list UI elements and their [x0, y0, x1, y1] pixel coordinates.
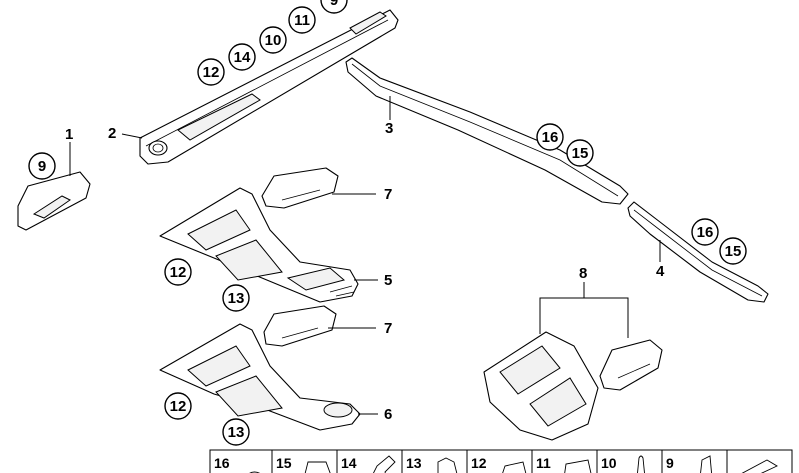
callout-6: 6: [384, 406, 392, 423]
svg-text:12: 12: [471, 455, 487, 471]
circled-15-part4: 15: [719, 237, 747, 265]
part-1-side-trim[interactable]: [17, 171, 91, 231]
leader-lines: [69, 96, 661, 415]
pin-icon: [637, 455, 645, 473]
svg-text:10: 10: [265, 32, 282, 49]
callout-8: 8: [579, 265, 587, 282]
part-2-dash-trim[interactable]: [139, 9, 399, 165]
legend-cell-16[interactable]: 16: [209, 449, 273, 473]
clip-icon: [502, 461, 527, 473]
svg-text:11: 11: [536, 455, 551, 471]
callout-7-lower: 7: [384, 320, 392, 337]
circled-13-part5: 13: [222, 284, 250, 312]
part-7-lid-upper[interactable]: [261, 167, 339, 209]
callout-3: 3: [385, 120, 393, 137]
callout-5: 5: [384, 272, 392, 289]
legend-cell-13[interactable]: 13: [401, 449, 468, 473]
svg-text:9: 9: [38, 158, 46, 175]
clip-icon: [564, 459, 592, 473]
callout-2: 2: [108, 125, 116, 142]
circled-15-part3: 15: [566, 139, 594, 167]
callout-7-upper: 7: [384, 186, 392, 203]
circled-14-panel2: 14: [228, 43, 256, 71]
svg-text:16: 16: [214, 455, 230, 471]
clip-icon: [700, 455, 712, 473]
plain-callouts: 1 2 3 4 5 6 7 7 8: [65, 120, 665, 423]
circled-16-part4: 16: [691, 218, 719, 246]
svg-text:10: 10: [601, 455, 617, 471]
circled-12-panel2: 12: [197, 58, 225, 86]
part-6-console-trim[interactable]: [159, 323, 361, 431]
callout-1: 1: [65, 126, 73, 143]
svg-text:13: 13: [228, 290, 245, 307]
circled-12-part5: 12: [164, 258, 192, 286]
svg-text:15: 15: [725, 243, 742, 260]
legend-cell-14[interactable]: 14: [336, 449, 403, 473]
circled-12-part6: 12: [164, 392, 192, 420]
arrow-symbol-icon: [741, 459, 778, 473]
legend-cell-15[interactable]: 15: [271, 449, 338, 473]
circled-11-panel2: 11: [288, 6, 316, 34]
svg-text:16: 16: [542, 129, 559, 146]
circled-callouts: 12 14 10 11 9 9 16 15 16 15 12 13 12 13: [28, 0, 747, 446]
svg-text:12: 12: [170, 398, 187, 415]
fastener-legend: 16 15 14 13 12 11 10: [209, 449, 793, 473]
circled-13-part6: 13: [222, 418, 250, 446]
circled-16-part3: 16: [536, 123, 564, 151]
svg-text:13: 13: [406, 455, 422, 471]
svg-text:15: 15: [572, 145, 589, 162]
svg-text:14: 14: [341, 455, 357, 471]
legend-cell-symbol[interactable]: [726, 449, 793, 473]
svg-text:11: 11: [294, 12, 310, 29]
clip-icon: [372, 455, 396, 473]
svg-text:9: 9: [666, 455, 674, 471]
callout-4: 4: [656, 263, 665, 280]
svg-text:12: 12: [203, 64, 220, 81]
svg-text:16: 16: [697, 224, 714, 241]
legend-cell-10[interactable]: 10: [596, 449, 663, 473]
part-8-console-insert[interactable]: [483, 331, 663, 441]
clip-icon: [437, 457, 458, 473]
circled-10-panel2: 10: [259, 26, 287, 54]
part-7-lid-lower[interactable]: [263, 305, 337, 347]
circled-9-part1: 9: [28, 152, 56, 180]
legend-cell-12[interactable]: 12: [466, 449, 533, 473]
circled-9-panel2: 9: [320, 0, 348, 14]
part-5-console-trim[interactable]: [159, 187, 359, 303]
legend-cell-9[interactable]: 9: [661, 449, 728, 473]
part-4-trim-strip[interactable]: [627, 201, 769, 303]
clip-icon: [304, 461, 331, 473]
svg-text:9: 9: [330, 0, 338, 9]
svg-text:12: 12: [170, 264, 187, 281]
svg-text:13: 13: [228, 424, 245, 441]
svg-text:15: 15: [276, 455, 292, 471]
legend-cell-11[interactable]: 11: [531, 449, 598, 473]
svg-text:14: 14: [234, 49, 251, 66]
